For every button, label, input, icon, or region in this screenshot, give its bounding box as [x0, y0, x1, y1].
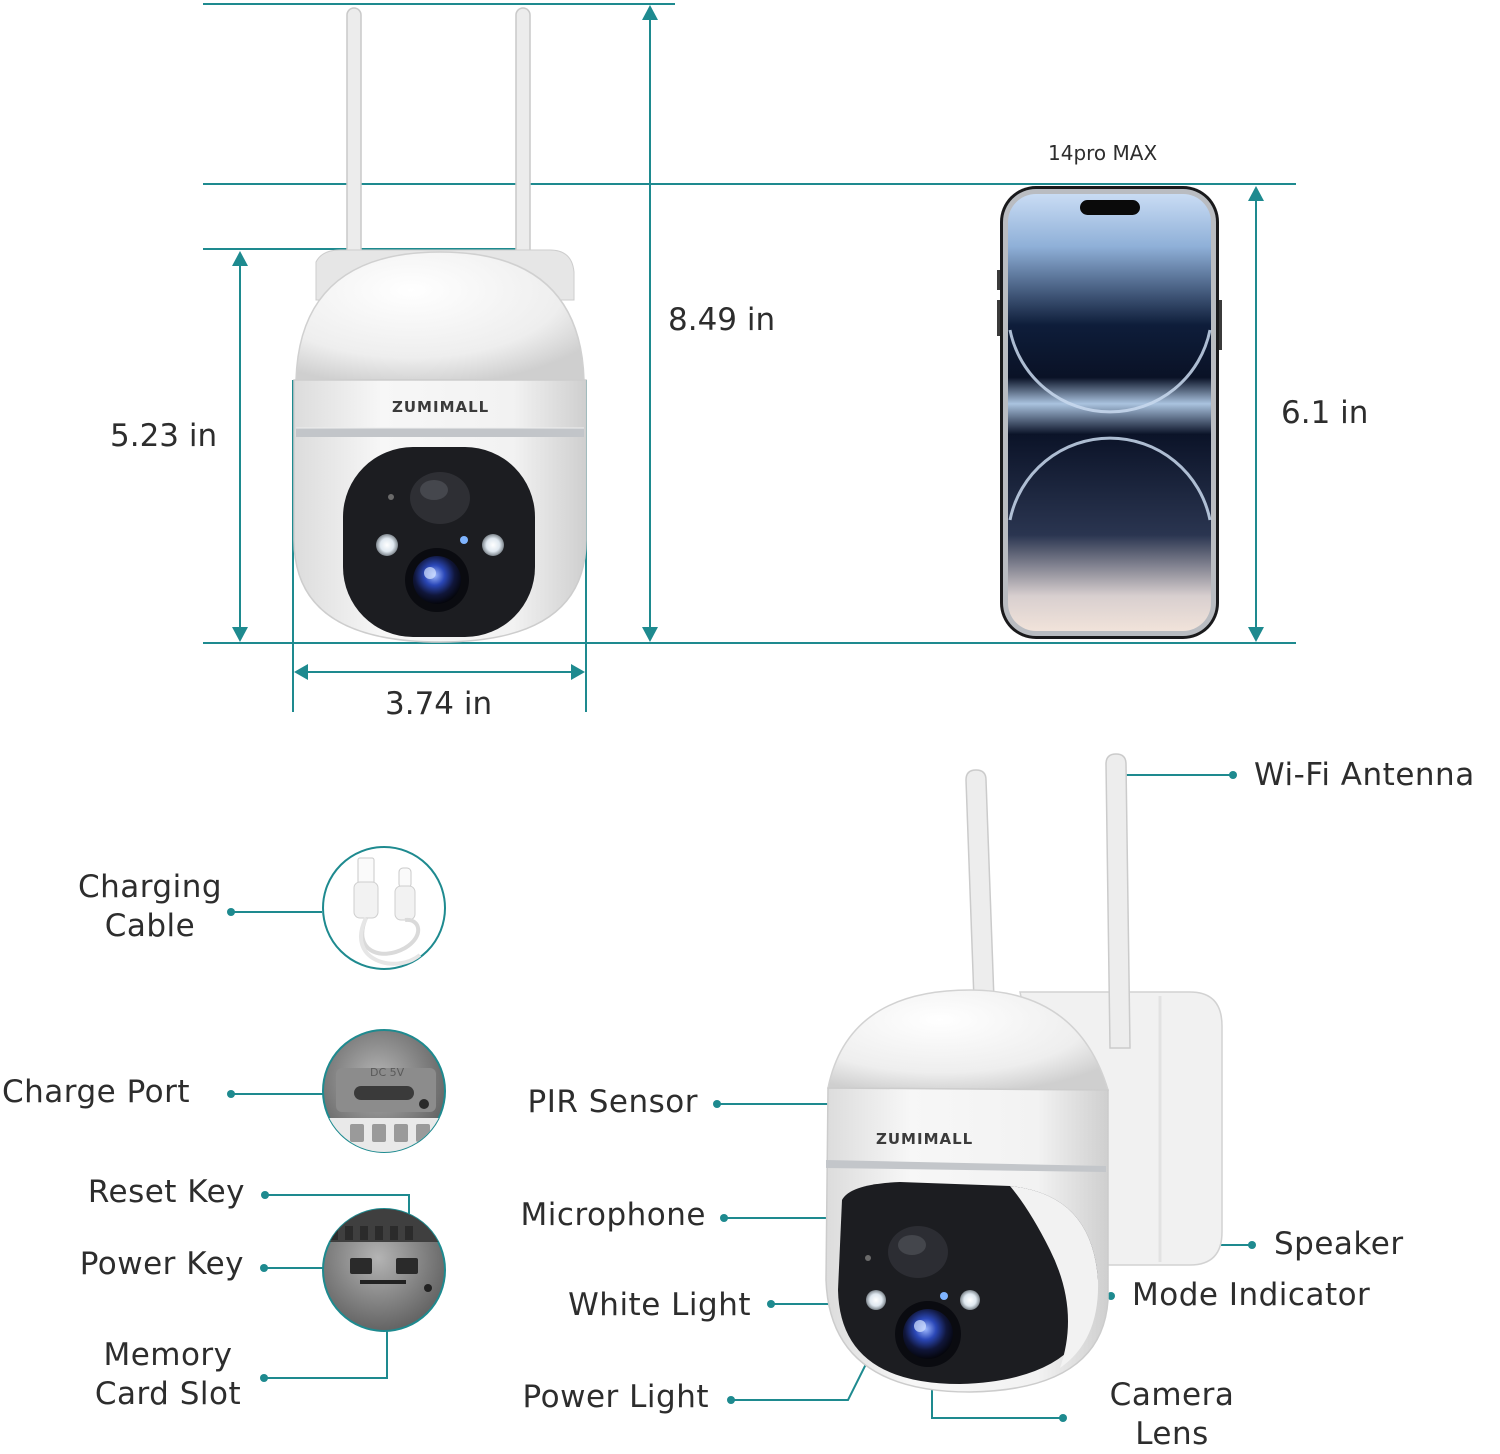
camera-angled-view [825, 753, 1223, 1393]
label-memory-card-slot: Memory Card Slot [78, 1336, 258, 1414]
label-white-light: White Light [568, 1287, 751, 1323]
brand-logo-front: ZUMIMALL [392, 398, 490, 416]
charge-port-marking: DC 5V [370, 1066, 405, 1079]
phone-height-label: 6.1 in [1281, 395, 1369, 431]
label-charging-cable: Charging Cable [60, 868, 240, 946]
label-speaker: Speaker [1274, 1226, 1404, 1262]
label-camera-lens-line2: Lens [1135, 1416, 1209, 1452]
charging-cable-detail [322, 846, 446, 970]
camera-front-view [293, 7, 587, 643]
label-wifi-antenna: Wi-Fi Antenna [1254, 757, 1475, 793]
label-charging-cable-line2: Cable [104, 908, 196, 944]
label-camera-lens: Camera Lens [1082, 1376, 1262, 1454]
total-height-label: 8.49 in [668, 302, 776, 338]
keys-detail [322, 1208, 446, 1332]
label-charging-cable-line1: Charging [77, 869, 223, 905]
label-reset-key: Reset Key [87, 1174, 245, 1210]
label-memory-card-line1: Memory [103, 1337, 233, 1373]
label-pir-sensor: PIR Sensor [527, 1084, 698, 1120]
width-label: 3.74 in [385, 686, 493, 722]
charge-port-detail [322, 1029, 446, 1153]
brand-logo-angled: ZUMIMALL [876, 1130, 974, 1148]
label-charge-port: Charge Port [2, 1074, 191, 1110]
label-camera-lens-line1: Camera [1109, 1377, 1235, 1413]
label-microphone: Microphone [520, 1197, 706, 1233]
phone-model-label: 14pro MAX [1048, 141, 1158, 165]
label-mode-indicator: Mode Indicator [1132, 1277, 1371, 1313]
phone-illustration [997, 186, 1222, 639]
label-memory-card-line2: Card Slot [94, 1376, 242, 1412]
label-power-light: Power Light [522, 1379, 709, 1415]
callout-dots [227, 771, 1256, 1422]
label-power-key: Power Key [79, 1246, 244, 1282]
body-height-label: 5.23 in [110, 418, 218, 454]
